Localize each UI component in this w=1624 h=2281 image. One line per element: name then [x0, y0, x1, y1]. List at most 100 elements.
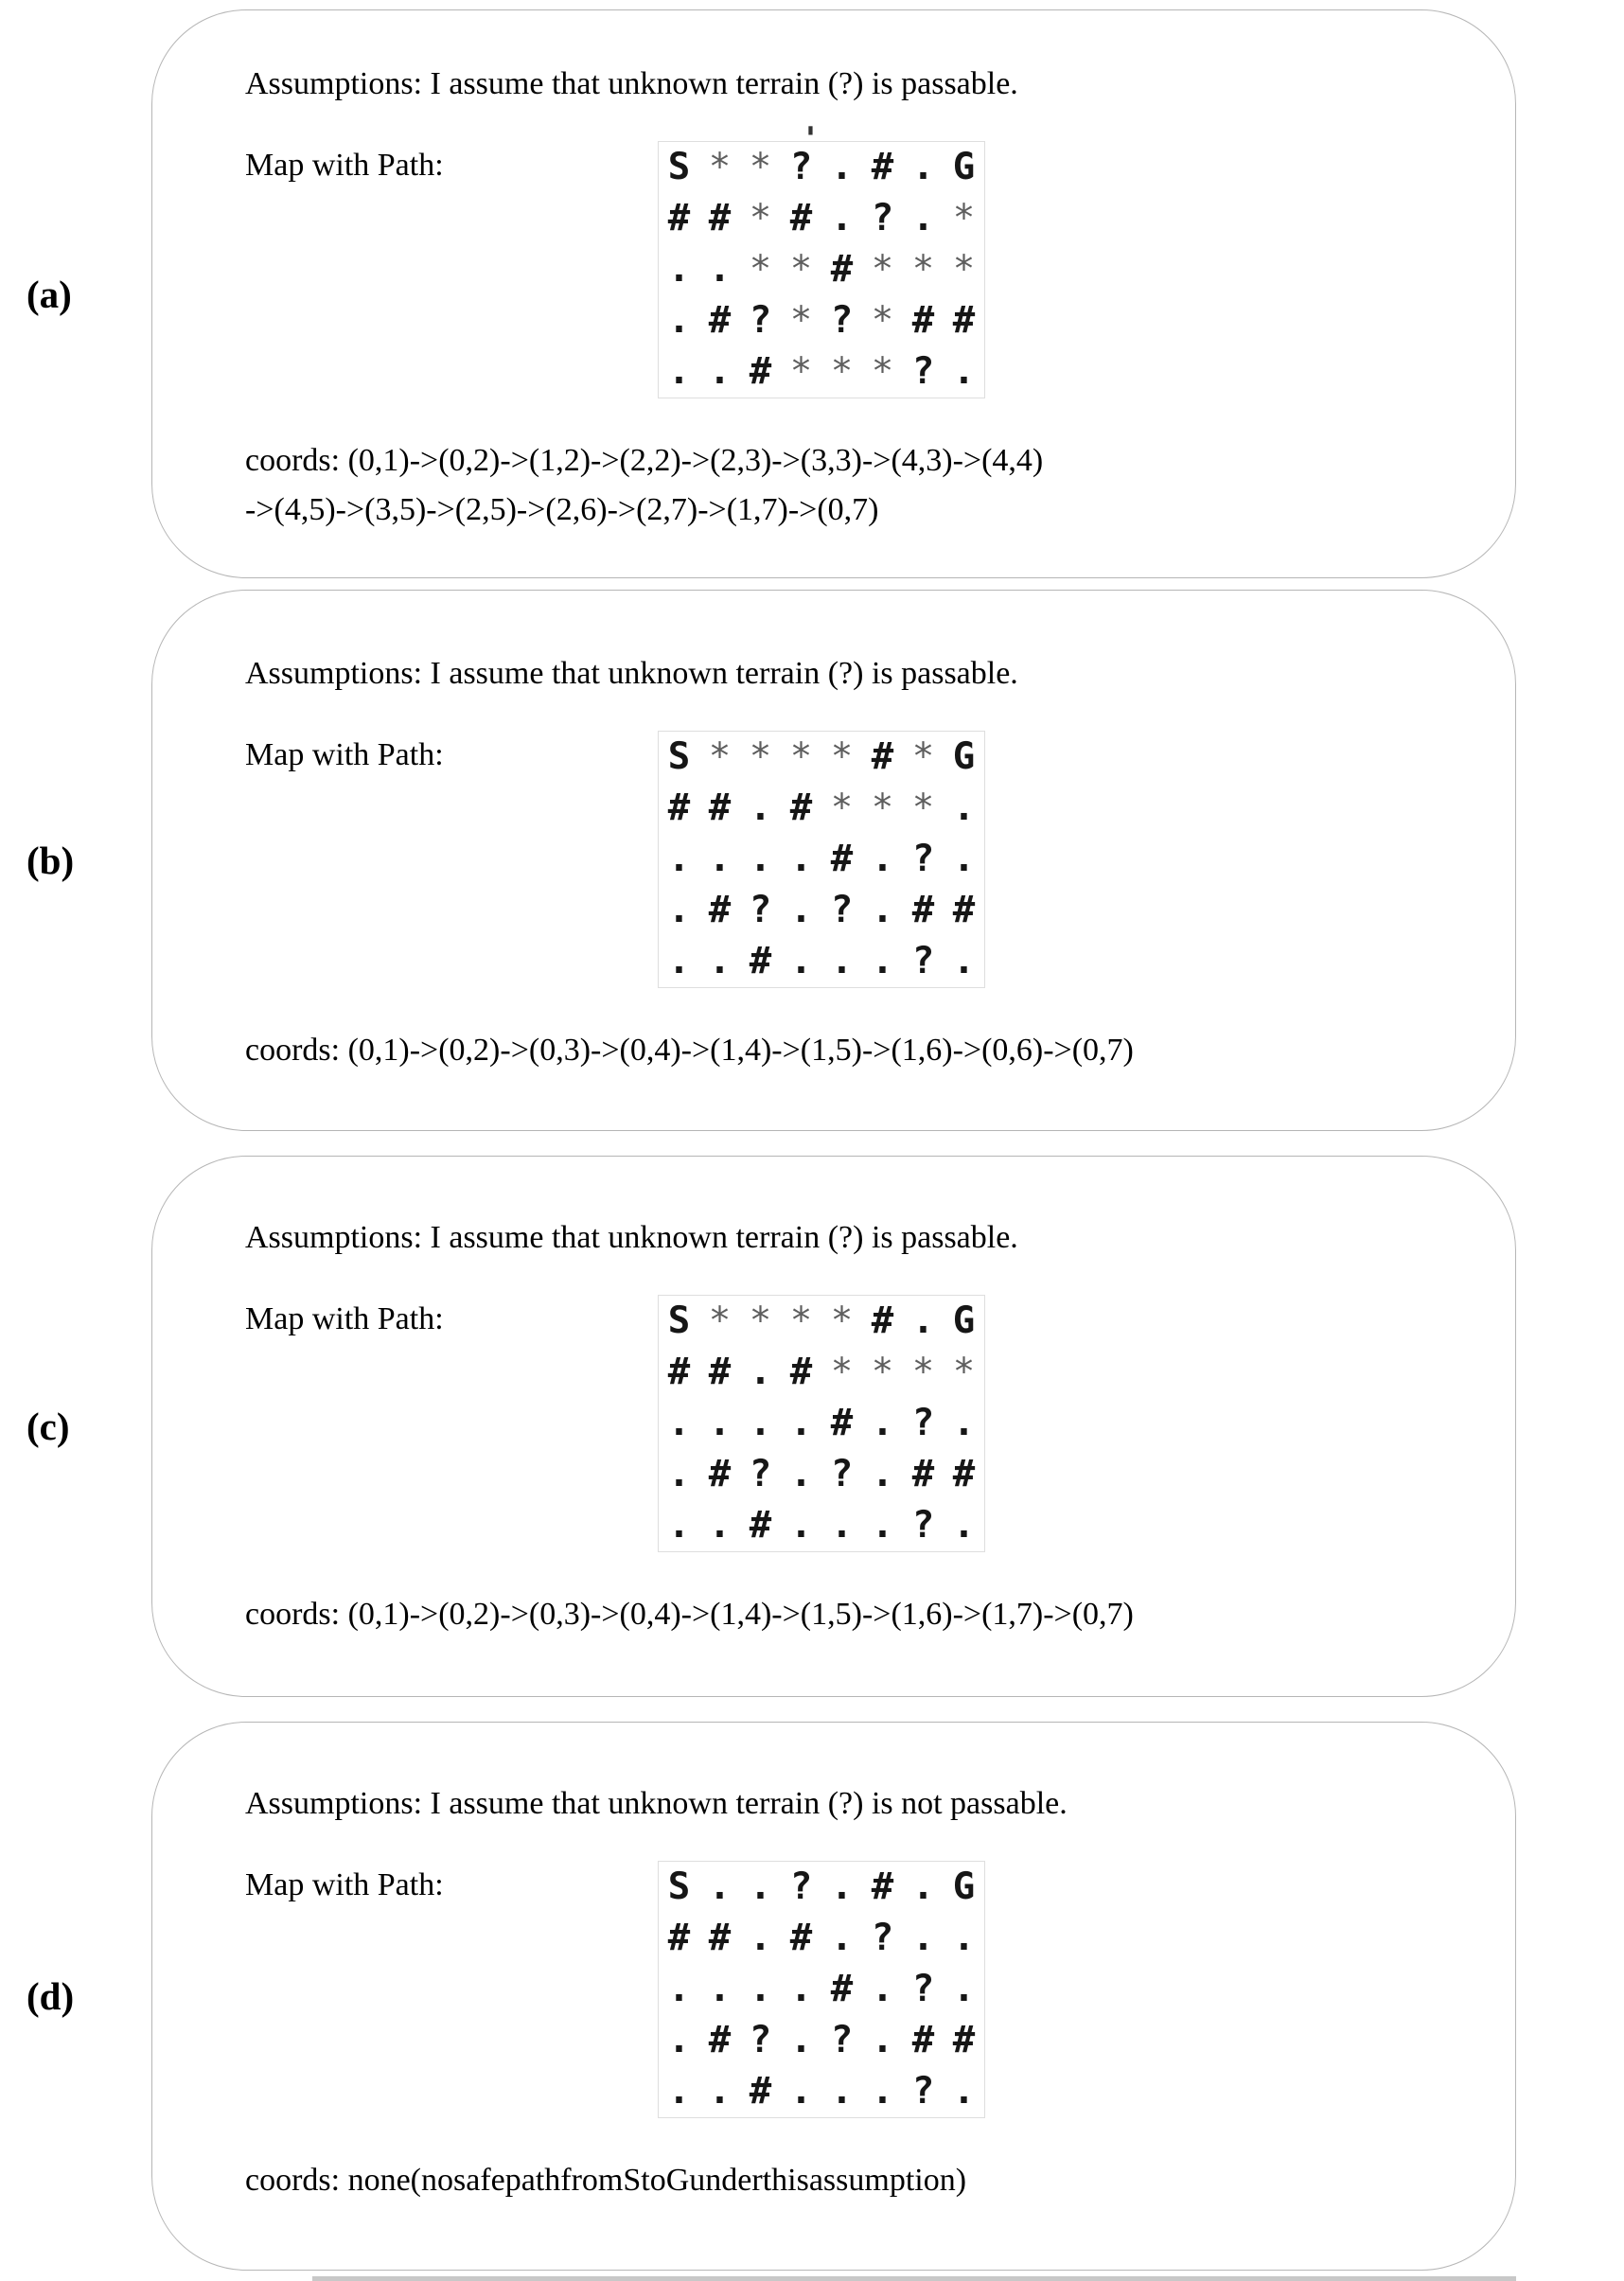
map-line: ..**#*** [659, 244, 984, 295]
coords-line: ->(4,5)->(3,5)->(2,5)->(2,6)->(2,7)->(1,… [245, 492, 879, 527]
map-cell: ? [830, 2019, 854, 2061]
map-cell: ? [749, 889, 772, 931]
map-line: S..?.#.G [659, 1862, 984, 1913]
map-cell: . [871, 838, 894, 880]
map-cell: . [830, 1865, 854, 1908]
map-cell: . [911, 1300, 935, 1342]
map-cell: . [667, 2070, 691, 2113]
terrain-map: S****#*G##.#***.....#.?..#?.?.##..#...?. [658, 731, 985, 988]
map-cell: . [911, 1865, 935, 1908]
map-cell: . [789, 940, 813, 982]
map-cell: * [830, 1351, 854, 1393]
map-line: ##*#.?.* [659, 193, 984, 244]
map-cell: . [667, 248, 691, 291]
map-cell: S [667, 1300, 691, 1342]
map-cell: G [952, 735, 976, 778]
map-cell: . [871, 889, 894, 931]
map-cell: . [871, 1402, 894, 1444]
map-cell: G [952, 1300, 976, 1342]
map-cell: ? [789, 1865, 813, 1908]
map-cell: ? [911, 1402, 935, 1444]
map-cell: ? [911, 350, 935, 393]
map-cell: . [667, 2019, 691, 2061]
map-cell: . [952, 2070, 976, 2113]
map-cell: . [708, 1865, 732, 1908]
map-cell: ? [911, 1504, 935, 1547]
map-cell: . [708, 1504, 732, 1547]
map-cell: . [871, 1504, 894, 1547]
map-cell: . [667, 940, 691, 982]
map-cell: . [789, 2070, 813, 2113]
map-cell: . [749, 1402, 772, 1444]
map-cell: * [871, 350, 894, 393]
map-cell: # [667, 1351, 691, 1393]
map-cell: . [667, 1402, 691, 1444]
map-cell: . [789, 1453, 813, 1495]
panel-d: (d) Assumptions: I assume that unknown t… [0, 1722, 1624, 2271]
map-line: .#?.?.## [659, 1449, 984, 1500]
map-cell: # [911, 299, 935, 342]
map-cell: . [749, 1968, 772, 2010]
map-cell: # [952, 2019, 976, 2061]
map-cell: . [952, 1968, 976, 2010]
map-cell: . [749, 787, 772, 829]
panel-a: (a) Assumptions: I assume that unknown t… [0, 9, 1624, 578]
map-cell: . [911, 1917, 935, 1959]
map-cell: * [749, 197, 772, 239]
map-cell: ? [871, 1917, 894, 1959]
map-cell: . [830, 1917, 854, 1959]
map-line: ....#.?. [659, 834, 984, 885]
map-cell: # [871, 1300, 894, 1342]
map-cell: # [789, 1917, 813, 1959]
map-line: S * * * * #. G [659, 1296, 984, 1347]
map-cell: . [871, 2070, 894, 2113]
assumption-text: Assumptions: I assume that unknown terra… [245, 1786, 1068, 1821]
map-cell: # [708, 889, 732, 931]
coords-line: coords: (0,1)->(0,2)->(0,3)->(0,4)->(1,4… [245, 1597, 1134, 1632]
map-cell: ? [789, 146, 813, 188]
map-cell: # [952, 889, 976, 931]
map-cell: # [952, 1453, 976, 1495]
panel-c-label: (c) [26, 1405, 70, 1448]
map-cell: # [789, 197, 813, 239]
map-cell: # [708, 2019, 732, 2061]
map-cell: * [789, 350, 813, 393]
map-cell: * [708, 1300, 732, 1342]
map-cell: . [789, 1504, 813, 1547]
panel-b-label-column: (b) [0, 838, 151, 883]
map-cell: * [749, 1300, 772, 1342]
map-cell: * [911, 1351, 935, 1393]
coords-text: coords: none(nosafepathfromStoGunderthis… [245, 2156, 1477, 2205]
map-cell: # [871, 735, 894, 778]
map-cell: * [952, 197, 976, 239]
map-cell: * [708, 735, 732, 778]
map-cell: . [830, 146, 854, 188]
map-cell: * [952, 1351, 976, 1393]
map-cell: . [708, 2070, 732, 2113]
map-cell: ? [830, 1453, 854, 1495]
map-line: S**?.#.G [659, 142, 984, 193]
map-cell: . [871, 940, 894, 982]
map-label: Map with Path: [245, 737, 444, 772]
map-cell: . [708, 940, 732, 982]
assumption-text: Assumptions: I assume that unknown terra… [245, 656, 1018, 691]
assumption-text: Assumptions: I assume that unknown terra… [245, 1220, 1018, 1255]
map-cell: . [830, 197, 854, 239]
map-line: ....#.?. [659, 1964, 984, 2015]
map-line: .#?.?.## [659, 885, 984, 936]
terrain-map: S****#.G##.#****....#.?..#?.?.##..#...?. [658, 1295, 985, 1552]
map-line: ..#***?. [659, 346, 984, 398]
map-cell: # [708, 1453, 732, 1495]
map-cell: . [911, 197, 935, 239]
coords-text: coords: (0,1)->(0,2)->(0,3)->(0,4)->(1,4… [245, 1026, 1477, 1075]
map-cell: * [830, 1300, 854, 1342]
map-cell: . [911, 146, 935, 188]
map-cell: # [830, 838, 854, 880]
map-cell: * [789, 1300, 813, 1342]
map-cell: # [708, 1351, 732, 1393]
map-cell: ? [911, 940, 935, 982]
map-cell: S [667, 735, 691, 778]
panel-b-box: Assumptions: I assume that unknown terra… [151, 590, 1516, 1131]
map-cell: ? [830, 299, 854, 342]
coords-line: coords: (0,1)->(0,2)->(0,3)->(0,4)->(1,4… [245, 1033, 1134, 1068]
